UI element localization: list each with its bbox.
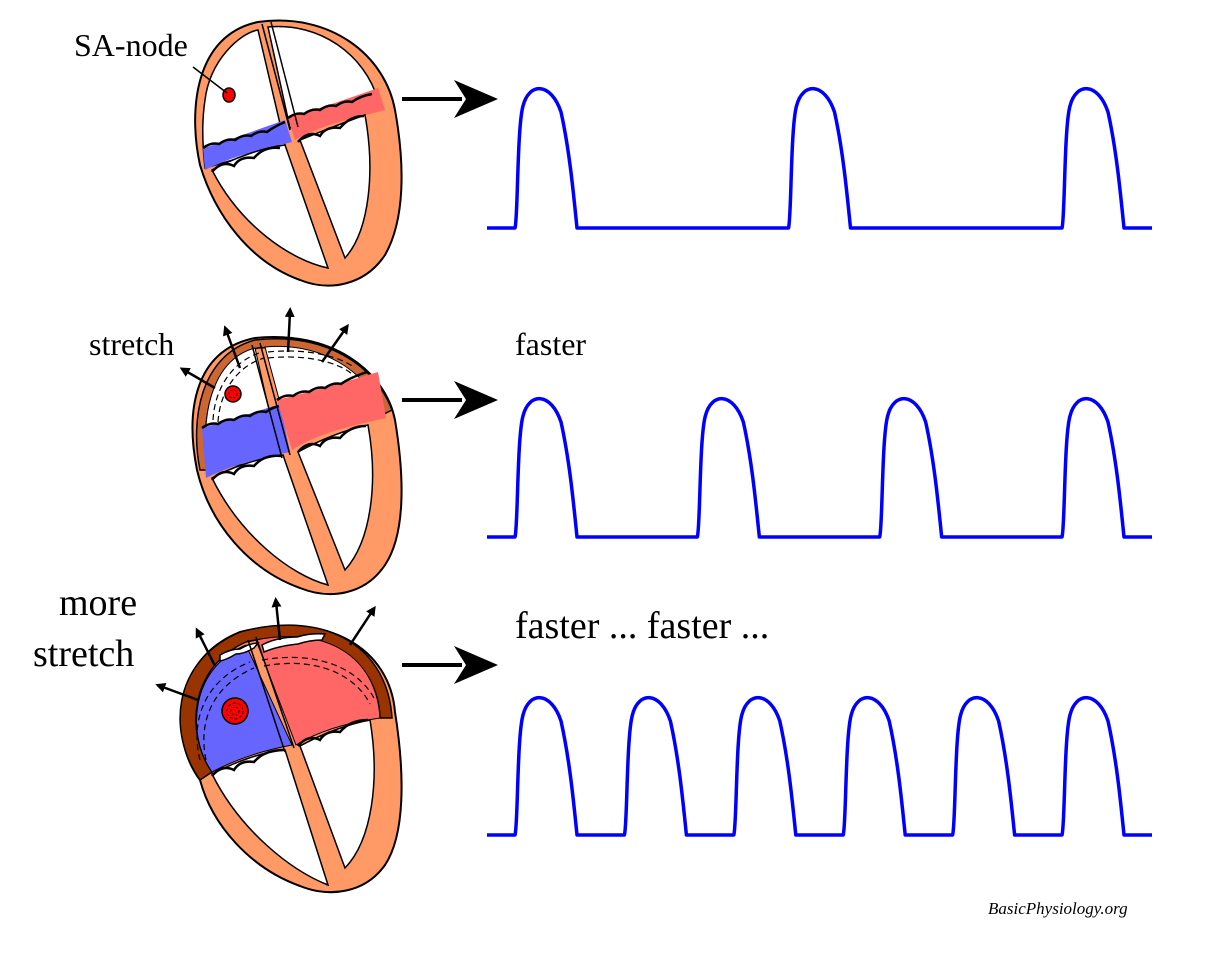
right-atrium-blood (202, 404, 290, 478)
stretch-arrow-icon (179, 367, 216, 390)
left-atrium-blood (277, 372, 386, 450)
credit-label: BasicPhysiology.org (988, 899, 1128, 918)
right-atrium-blood (203, 120, 292, 170)
sa-node-label: SA-node (74, 27, 188, 63)
more-stretch-label-line1: more (59, 582, 137, 624)
arrow-right-icon (402, 381, 498, 419)
sa-node-icon (221, 697, 249, 725)
right-ventricle-chamber (211, 144, 330, 270)
trace-baseline (487, 87, 1152, 230)
stretch-arrow-icon (320, 323, 349, 363)
stretch-arrow-icon (155, 683, 199, 702)
stretch-arrow-icon (195, 627, 217, 667)
faster-faster-label: faster ... faster ... (515, 605, 769, 647)
sa-node-icon (224, 385, 242, 403)
arrow-right-icon (402, 646, 498, 684)
trace-more-stretch (487, 696, 1152, 837)
stretch-arrow-icon (223, 325, 242, 369)
trace-stretch (487, 397, 1152, 539)
more-stretch-label-line2: stretch (33, 633, 134, 675)
right-ventricle-chamber (211, 454, 330, 587)
sa-node-icon (222, 87, 236, 103)
faster-label: faster (515, 326, 586, 362)
heart-stretched (179, 307, 403, 595)
stretch-arrow-icon (271, 597, 282, 641)
right-ventricle-chamber (210, 749, 330, 887)
arrow-right-icon (402, 80, 498, 118)
stretch-arrow-icon (284, 307, 295, 353)
heart-more-stretched (155, 597, 403, 894)
stretch-label: stretch (89, 326, 174, 362)
stretch-arrow-icon (348, 605, 376, 646)
left-ventricle-chamber (297, 424, 374, 572)
heart-normal (192, 19, 403, 287)
action-potential-traces (487, 87, 1152, 837)
sa-node-pointer (192, 66, 228, 94)
left-atrium-blood (288, 88, 385, 140)
